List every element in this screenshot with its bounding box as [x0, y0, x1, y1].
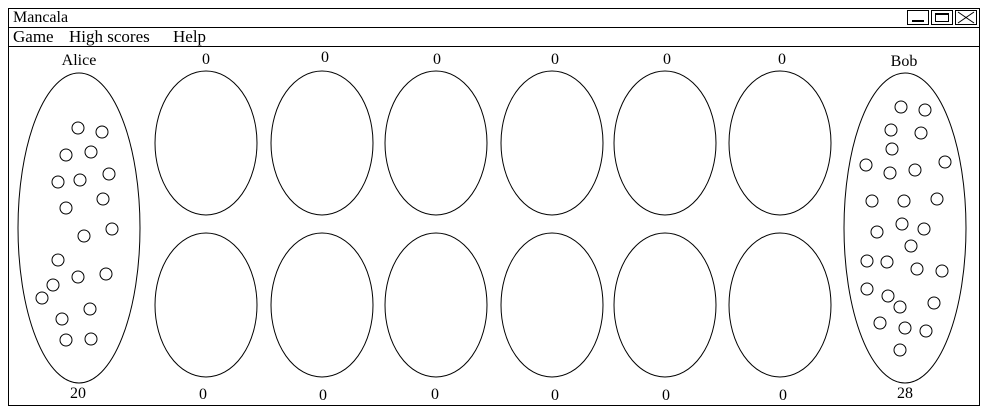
bob-stone: [885, 142, 899, 156]
alice-stone: [71, 270, 85, 284]
bottom-pit-5[interactable]: [613, 232, 717, 378]
game-window: Mancala Game High scores Help Alice 20 B…: [8, 8, 980, 406]
mancala-board: Alice 20 Bob 28 0 0 0 0 0 0 0 0 0 0 0 0: [17, 49, 967, 404]
bob-stone: [894, 100, 908, 114]
bob-stone: [897, 194, 911, 208]
alice-store[interactable]: [17, 72, 141, 384]
bottom-pit-3-count: 0: [431, 386, 439, 403]
alice-stone: [84, 145, 98, 159]
bob-stone: [910, 262, 924, 276]
bob-stone: [881, 289, 895, 303]
bob-stone: [917, 222, 931, 236]
maximize-button[interactable]: [931, 10, 953, 25]
bob-stone: [904, 239, 918, 253]
alice-stone: [59, 201, 73, 215]
bottom-player-name: Bob: [891, 53, 918, 70]
bob-stone: [935, 264, 949, 278]
maximize-icon: [935, 13, 949, 22]
bob-stone: [893, 300, 907, 314]
top-pit-6-count: 0: [778, 51, 786, 68]
bottom-pit-2-count: 0: [319, 387, 327, 404]
alice-stone: [59, 148, 73, 162]
top-pit-2[interactable]: [270, 70, 374, 216]
alice-stone: [51, 175, 65, 189]
top-pit-5[interactable]: [613, 70, 717, 216]
top-pit-6[interactable]: [728, 70, 832, 216]
bottom-pit-3[interactable]: [384, 232, 488, 378]
bob-stone: [860, 254, 874, 268]
alice-store-count: 20: [70, 385, 86, 402]
alice-stone: [46, 278, 60, 292]
alice-stone: [99, 267, 113, 281]
menu-help[interactable]: Help: [173, 27, 207, 46]
bob-stone: [883, 166, 897, 180]
alice-stone: [55, 312, 69, 326]
bob-stone: [927, 296, 941, 310]
alice-stone: [83, 302, 97, 316]
bottom-pit-5-count: 0: [662, 387, 670, 404]
top-pit-3-count: 0: [433, 51, 441, 68]
bottom-pit-1[interactable]: [154, 232, 258, 378]
bob-stone: [898, 321, 912, 335]
close-button[interactable]: [955, 10, 977, 25]
top-pit-4[interactable]: [500, 70, 604, 216]
top-pit-4-count: 0: [551, 51, 559, 68]
bob-stone: [938, 155, 952, 169]
bottom-pit-4-count: 0: [551, 387, 559, 404]
bob-stone: [870, 225, 884, 239]
top-pit-2-count: 0: [321, 49, 329, 66]
bob-stone: [918, 103, 932, 117]
bob-stone: [873, 316, 887, 330]
bottom-pit-6[interactable]: [728, 232, 832, 378]
alice-stones: [35, 121, 119, 347]
minimize-button[interactable]: [907, 10, 929, 25]
bob-stone: [895, 217, 909, 231]
bottom-pit-4[interactable]: [500, 232, 604, 378]
bob-stone: [880, 255, 894, 269]
alice-stone: [95, 125, 109, 139]
minimize-icon: [912, 20, 924, 22]
title-bar: Mancala: [9, 9, 979, 28]
alice-stone: [59, 333, 73, 347]
bob-store[interactable]: [843, 72, 967, 384]
bob-stone: [908, 163, 922, 177]
menu-high-scores[interactable]: High scores: [69, 27, 150, 46]
bottom-pit-6-count: 0: [779, 387, 787, 404]
bob-stone: [919, 324, 933, 338]
bob-stone: [859, 158, 873, 172]
bob-store-count: 28: [897, 385, 913, 402]
alice-stone: [102, 167, 116, 181]
alice-stone: [35, 291, 49, 305]
bob-stone: [884, 123, 898, 137]
alice-stone: [84, 332, 98, 346]
alice-stone: [71, 121, 85, 135]
top-pit-1-count: 0: [202, 51, 210, 68]
alice-stone: [77, 229, 91, 243]
bob-stone: [860, 282, 874, 296]
bob-stone: [893, 343, 907, 357]
bob-stone: [865, 194, 879, 208]
bob-stones: [859, 100, 952, 357]
alice-stone: [73, 173, 87, 187]
bottom-pit-1-count: 0: [199, 386, 207, 403]
alice-stone: [105, 222, 119, 236]
window-title: Mancala: [13, 9, 69, 26]
alice-stone: [96, 192, 110, 206]
menu-bar: Game High scores Help: [9, 28, 979, 47]
top-pit-3[interactable]: [384, 70, 488, 216]
bottom-pit-2[interactable]: [270, 232, 374, 378]
bob-stone: [914, 126, 928, 140]
close-icon: [957, 11, 975, 24]
top-pit-5-count: 0: [663, 51, 671, 68]
menu-game[interactable]: Game: [13, 27, 54, 46]
alice-stone: [51, 253, 65, 267]
top-pit-1[interactable]: [154, 70, 258, 216]
top-player-name: Alice: [62, 52, 97, 69]
bob-stone: [930, 192, 944, 206]
